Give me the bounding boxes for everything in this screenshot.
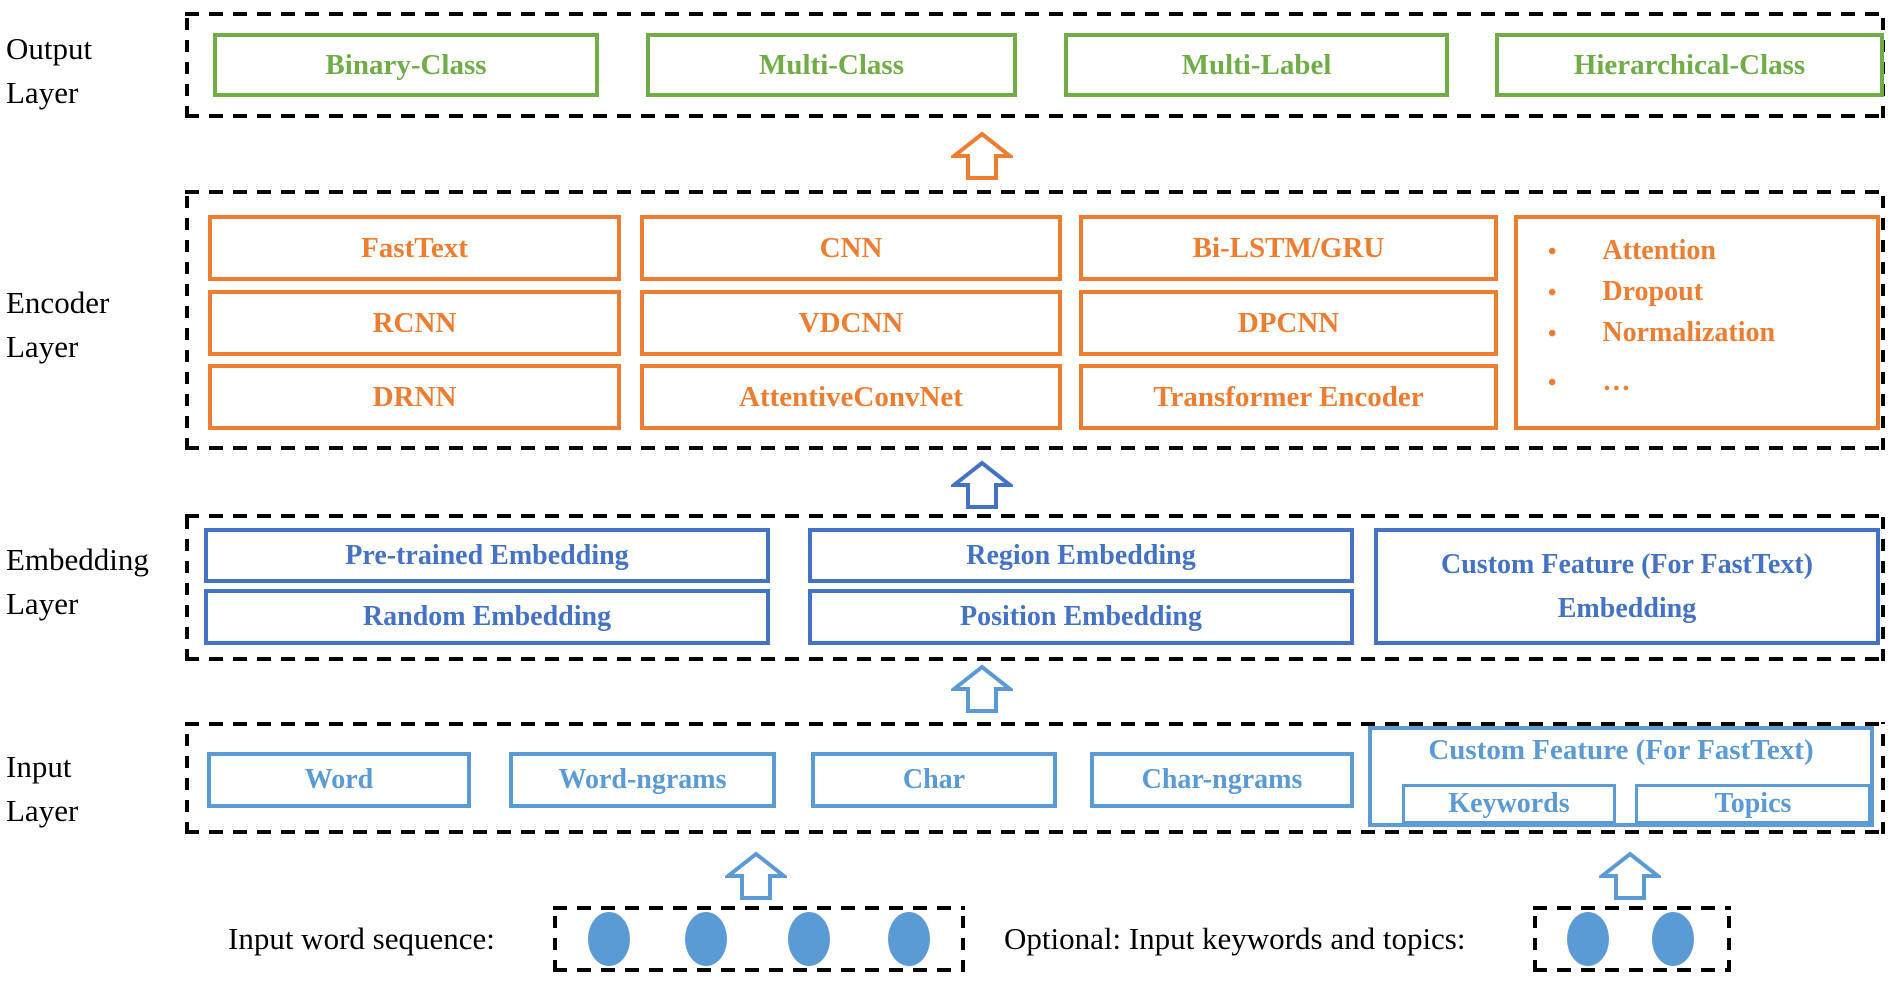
bullet-dot-icon: •: [1548, 370, 1557, 396]
input-box-char: Char: [811, 752, 1057, 808]
output-box-binary-class: Binary-Class: [213, 33, 599, 97]
bullet-dot-icon: •: [1548, 280, 1557, 306]
embedding-custom-line2: Embedding: [1557, 592, 1697, 624]
embedding-box-region: Region Embedding: [808, 528, 1354, 583]
input-layer-label: Input Layer: [6, 745, 184, 833]
encoder-extras-box: • Attention • Dropout • Normalization • …: [1514, 215, 1880, 430]
keyword-dot-icon: [1567, 912, 1609, 966]
bullet-item-ellipsis: • …: [1548, 366, 1876, 398]
encoder-box-vdcnn: VDCNN: [640, 290, 1062, 356]
input-box-word: Word: [207, 752, 471, 808]
bullet-label: …: [1602, 366, 1631, 397]
input-box-word-ngrams: Word-ngrams: [509, 752, 776, 808]
encoder-box-cnn: CNN: [640, 215, 1062, 281]
up-arrow-icon-keywords-to-input: [1599, 851, 1661, 900]
input-word-sequence-label: Input word sequence:: [228, 921, 495, 956]
embedding-layer-label-line2: Layer: [6, 586, 79, 622]
input-custom-title: Custom Feature (For FastText): [1428, 734, 1814, 766]
input-box-char-ngrams: Char-ngrams: [1090, 752, 1354, 808]
bullet-label: Normalization: [1602, 317, 1776, 348]
output-box-multi-label: Multi-Label: [1064, 33, 1449, 97]
keywords-topics-dots-box: [1533, 906, 1731, 972]
optional-keywords-label: Optional: Input keywords and topics:: [1004, 921, 1466, 956]
embedding-custom-line1: Custom Feature (For FastText): [1441, 549, 1813, 581]
up-arrow-icon-input-to-embedding: [951, 664, 1013, 713]
encoder-box-dpcnn: DPCNN: [1079, 290, 1498, 356]
embedding-layer-label: Embedding Layer: [6, 538, 184, 626]
word-dot-icon: [888, 912, 930, 966]
embedding-box-position: Position Embedding: [808, 589, 1354, 645]
encoder-layer-label: Encoder Layer: [6, 281, 184, 369]
output-box-hierarchical-class: Hierarchical-Class: [1495, 33, 1884, 97]
output-layer-label: Output Layer: [6, 27, 184, 115]
encoder-box-drnn: DRNN: [208, 364, 621, 430]
embedding-box-random: Random Embedding: [204, 589, 770, 645]
up-arrow-icon-word-sequence-to-input: [725, 851, 787, 900]
word-dot-icon: [685, 912, 727, 966]
embedding-box-custom-feature: Custom Feature (For FastText) Embedding: [1374, 528, 1880, 645]
output-layer-label-line1: Output: [6, 31, 93, 66]
word-dot-icon: [788, 912, 830, 966]
input-layer-label-line1: Input: [6, 749, 72, 784]
encoder-box-transformer-encoder: Transformer Encoder: [1079, 364, 1498, 430]
input-box-custom-feature: Custom Feature (For FastText) Keywords T…: [1368, 726, 1874, 827]
encoder-box-bilstm-gru: Bi-LSTM/GRU: [1079, 215, 1498, 281]
embedding-layer-label-line1: Embedding: [6, 542, 149, 577]
encoder-box-fasttext: FastText: [208, 215, 621, 281]
encoder-layer-label-line2: Layer: [6, 329, 79, 365]
keyword-dot-icon: [1652, 912, 1694, 966]
bullet-item-normalization: • Normalization: [1548, 317, 1876, 349]
up-arrow-icon-encoder-to-output: [951, 131, 1013, 180]
encoder-layer-label-line1: Encoder: [6, 285, 110, 320]
input-sub-box-keywords: Keywords: [1402, 784, 1616, 824]
word-sequence-dots-box: [553, 906, 965, 972]
bullet-label: Attention: [1602, 235, 1716, 266]
encoder-box-rcnn: RCNN: [208, 290, 621, 356]
bullet-item-attention: • Attention: [1548, 235, 1876, 267]
bullet-dot-icon: •: [1548, 321, 1557, 347]
output-layer-label-line2: Layer: [6, 75, 79, 111]
input-layer-label-line2: Layer: [6, 793, 79, 829]
output-box-multi-class: Multi-Class: [646, 33, 1017, 97]
word-dot-icon: [588, 912, 630, 966]
encoder-box-attentive-convnet: AttentiveConvNet: [640, 364, 1062, 430]
bullet-item-dropout: • Dropout: [1548, 276, 1876, 308]
input-sub-box-topics: Topics: [1635, 784, 1871, 824]
bullet-label: Dropout: [1602, 276, 1704, 307]
bullet-dot-icon: •: [1548, 239, 1557, 265]
up-arrow-icon-embedding-to-encoder: [951, 460, 1013, 509]
embedding-box-pretrained: Pre-trained Embedding: [204, 528, 770, 583]
